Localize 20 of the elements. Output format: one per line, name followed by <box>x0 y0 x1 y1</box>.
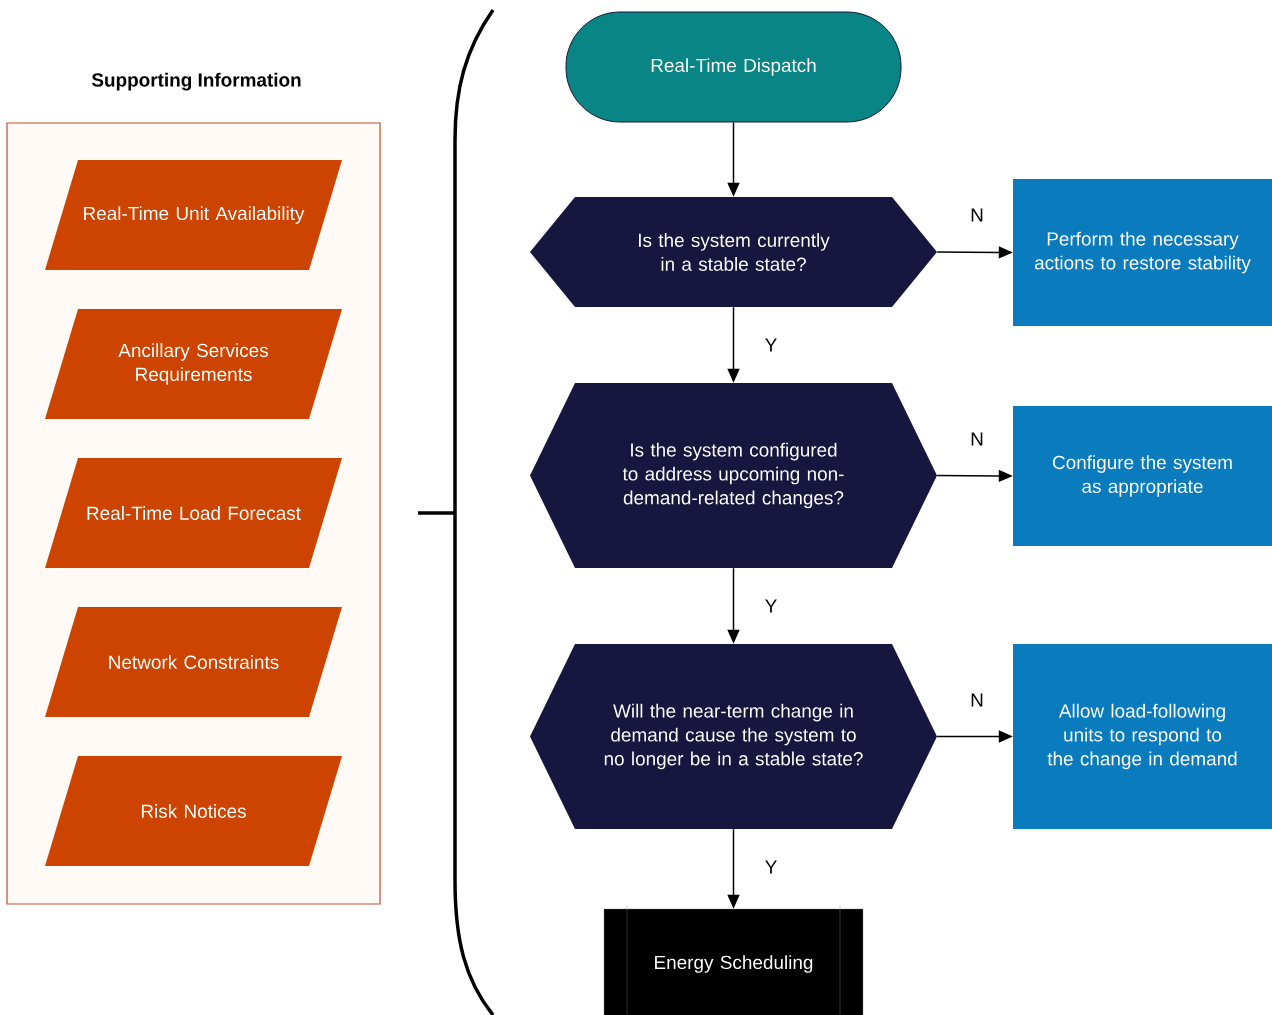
start-terminator: Real-Time Dispatch <box>565 11 902 123</box>
panel-heading: Supporting Information <box>91 72 301 91</box>
data-parallelogram: Real-Time Unit Availability <box>45 160 342 270</box>
action-box: Configure the system as appropriate <box>1013 406 1272 546</box>
data-parallelogram: Ancillary Services Requirements <box>45 309 342 419</box>
edge-label: N <box>971 208 983 222</box>
data-parallelogram: Real-Time Load Forecast <box>45 458 342 568</box>
action-box: Perform the necessary actions to restore stability <box>1013 179 1272 326</box>
process-box: Energy Scheduling <box>603 904 864 1015</box>
edge-label: N <box>971 432 983 446</box>
data-parallelogram: Network Constraints <box>45 607 342 717</box>
decision-hexagon: Will the near-term change in demand cause the system to no longer be in a stable state? <box>530 644 937 829</box>
edge-label: Y <box>765 860 777 874</box>
edge-label: Y <box>765 338 777 352</box>
edge-label: N <box>971 693 983 707</box>
edge-label: Y <box>765 599 777 613</box>
action-box: Allow load-following units to respond to the change in demand <box>1013 644 1272 829</box>
data-parallelogram: Risk Notices <box>45 756 342 866</box>
decision-hexagon: Is the system currently in a stable state? <box>530 197 937 307</box>
decision-hexagon: Is the system configured to address upcoming non-demand-related changes? <box>530 383 937 568</box>
